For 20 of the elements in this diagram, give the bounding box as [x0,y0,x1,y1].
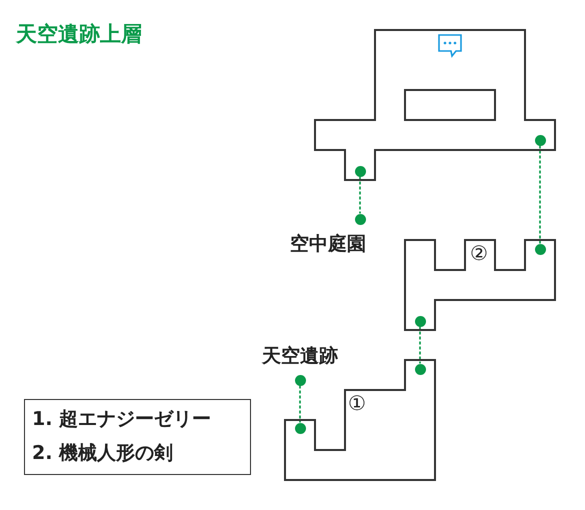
marker-dot [414,316,426,326]
callout-number: ① [348,391,366,415]
marker-dot [294,422,306,434]
marker-dot [534,244,546,254]
callout-number: ② [470,241,488,265]
dashed-connector [539,146,541,244]
marker-dot [414,364,426,374]
map-title: 天空遺跡上層 [16,21,142,48]
map-room [315,30,555,180]
marker-dot [354,166,366,176]
item-list-entry: 2. 機械人形の剣 [31,441,174,466]
dashed-connector [419,326,421,364]
place-label: 天空遺跡 [262,344,338,369]
wall-block [404,89,496,121]
dashed-connector [359,176,361,214]
marker-dot [534,134,546,146]
item-list-entry: 1. 超エナジーゼリー [31,407,212,432]
map-room [405,240,555,330]
dashed-connector [299,386,301,422]
place-label: 空中庭園 [290,232,366,257]
